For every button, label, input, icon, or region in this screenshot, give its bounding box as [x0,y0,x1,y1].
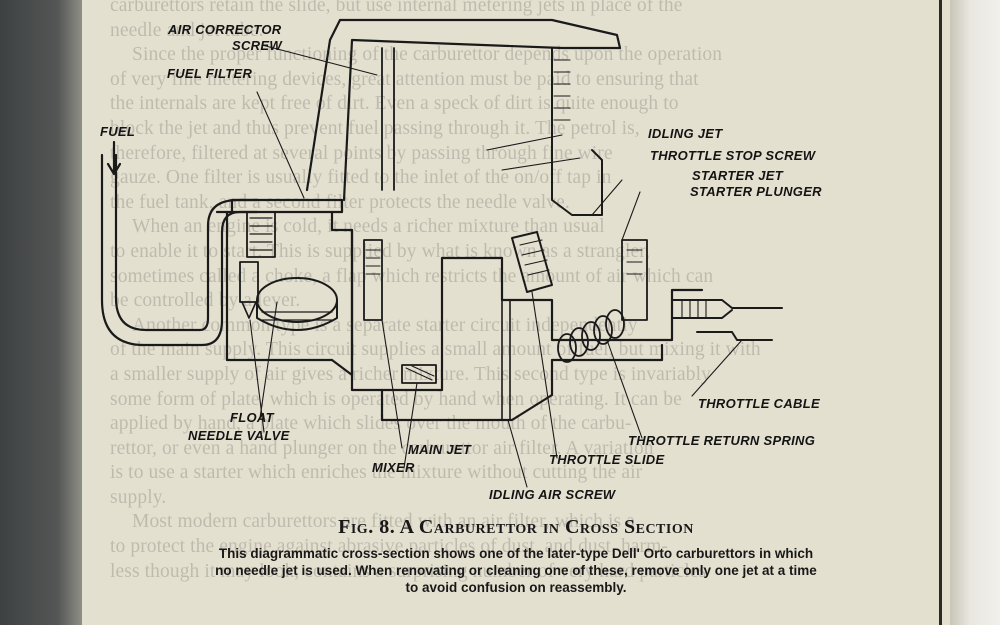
bleed-line: the fuel tank, and a second filter prote… [110,191,570,213]
mixer [401,364,437,384]
bleed-line: When an engine is cold, it needs a riche… [132,216,605,238]
label-starter-plunger: STARTER PLUNGER [690,184,822,199]
leader-lines [249,44,743,488]
label-fuel: FUEL [100,124,136,139]
float-body [256,299,338,331]
label-throttle-stop-screw: THROTTLE STOP SCREW [650,148,816,163]
label-throttle-return-spring: THROTTLE RETURN SPRING [628,433,816,448]
throttle-cable-adjuster [671,299,783,319]
caption-line: to avoid confusion on reassembly. [405,580,627,595]
label-air-corrector: AIR CORRECTOR [168,22,282,37]
scan-left-margin [0,0,82,625]
throttle-slide-detail [519,239,550,276]
figure-caption-title: Fig. 8. A Carburettor in Cross Section [338,516,694,538]
carburettor-drawing [100,18,783,488]
label-mixer: MIXER [372,460,415,475]
bleed-line: to protect the engine against abrasive p… [110,536,669,558]
bleed-line: block the jet and thus prevent fuel pass… [110,117,640,139]
caption-line: This diagrammatic cross-section shows on… [218,546,814,561]
idling-jet-thread [553,59,571,121]
bleed-line: Most modern carburettors are fitted with… [132,511,635,533]
label-screw: SCREW [232,38,282,53]
fuel-pipe [100,153,259,347]
book-page: carburettors retain the slide, but use i… [82,0,950,625]
throttle-return-spring [557,309,625,363]
float-chamber [225,210,354,377]
bleed-line: less though it may look, contains a surp… [110,560,707,582]
fuel-arrow [106,140,122,176]
fuel-pipe-inner [114,153,259,332]
bleed-line: Another common type is a separate starte… [132,314,638,336]
bleed-line: gauze. One filter is usually fitted to t… [110,167,612,189]
bleed-line: therefore, filtered at several points by… [110,142,613,164]
air-corrector-tube [305,18,622,202]
needle-valve-tip [241,301,257,319]
label-throttle-cable: THROTTLE CABLE [698,396,820,411]
fuel-filter-gauze [249,217,273,251]
main-jet [363,239,383,321]
label-idling-air-screw: IDLING AIR SCREW [489,487,616,502]
bleed-line: carburettors retain the slide, but use i… [110,0,683,16]
air-corrector-screw [381,47,395,191]
bleed-line: a smaller supply of air gives a richer m… [110,363,711,385]
label-main-jet: MAIN JET [408,442,472,457]
scan-right-margin [950,0,1000,625]
label-idling-jet: IDLING JET [648,126,723,141]
cable-adjuster-thread [681,299,707,319]
bleed-line: needle and jet tube. [110,19,264,41]
bleed-line: sometimes called a choke, a flap which r… [110,265,714,287]
starter-plunger [621,239,648,321]
float-hatch [261,311,333,321]
float [256,277,338,323]
label-throttle-slide: THROTTLE SLIDE [549,452,665,467]
page-edge-line [939,0,942,625]
carburettor-diagram: AIR CORRECTOR SCREW FUEL FILTER FUEL IDL… [82,0,950,625]
bleed-line: be controlled by a lever. [110,290,301,312]
idling-air-screw [501,299,511,421]
carburettor-body-lower [380,343,664,422]
fuel-filter-body [246,211,276,258]
throttle-slide [511,231,553,293]
caption-line: no needle jet is used. When renovating o… [215,563,817,578]
float-chamber-top [215,198,344,214]
throttle-cable [696,331,773,341]
mixer-hatch [405,365,435,381]
idling-jet-body [551,47,603,216]
label-float: FLOAT [230,410,274,425]
main-jet-thread [365,249,381,275]
bleed-line: supply. [110,486,167,508]
label-needle-valve: NEEDLE VALVE [188,428,290,443]
label-fuel-filter: FUEL FILTER [167,66,253,81]
label-starter-jet: STARTER JET [692,168,783,183]
needle-valve [239,261,259,303]
bleed-line: applied by hand, a plate which slides ov… [110,413,632,435]
starter-jet [626,249,643,275]
figure-caption-text: This diagrammatic cross-section shows on… [82,545,950,596]
bleed-line: is to use a starter which enriches the m… [110,462,643,484]
